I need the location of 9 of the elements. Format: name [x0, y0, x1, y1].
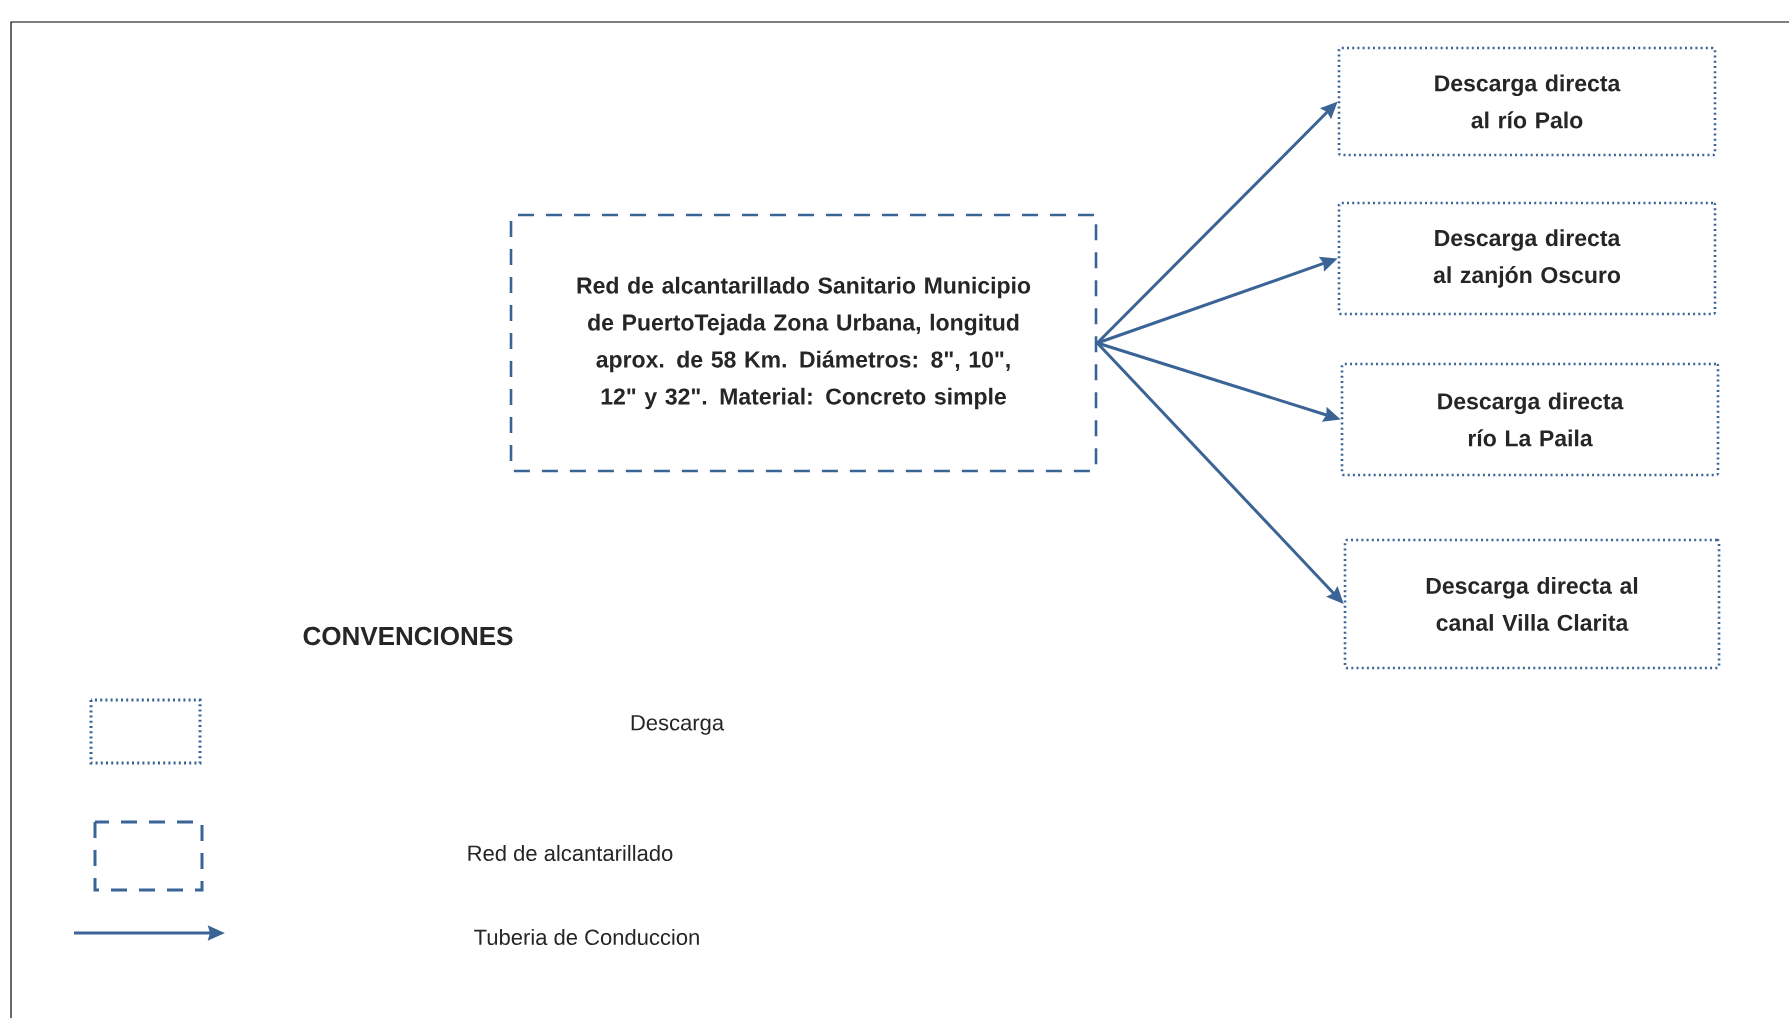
- legend-text: Red de alcantarillado: [468, 844, 673, 862]
- legend-text: Tuberia de Conduccion: [474, 928, 699, 946]
- discharge-box: Descarga directa al río Palo: [1337, 46, 1717, 157]
- legend-text: Descarga: [631, 715, 725, 735]
- discharge-box: Descarga directa al zanjón Oscuro: [1337, 201, 1717, 316]
- discharge-box: Descarga directa río La Paila: [1340, 362, 1720, 477]
- network-box: Red de alcantarillado Sanitario Municipio de PuertoTejada Zona Urbana, longitud aprox. de 58 Km. Diámetros: 8", 10", 12" y 32". Material: Concreto simple: [509, 213, 1098, 473]
- discharge-box: Descarga directa al canal Villa Clarita: [1343, 538, 1721, 670]
- legend-heading: CONVENCIONES: [303, 626, 513, 646]
